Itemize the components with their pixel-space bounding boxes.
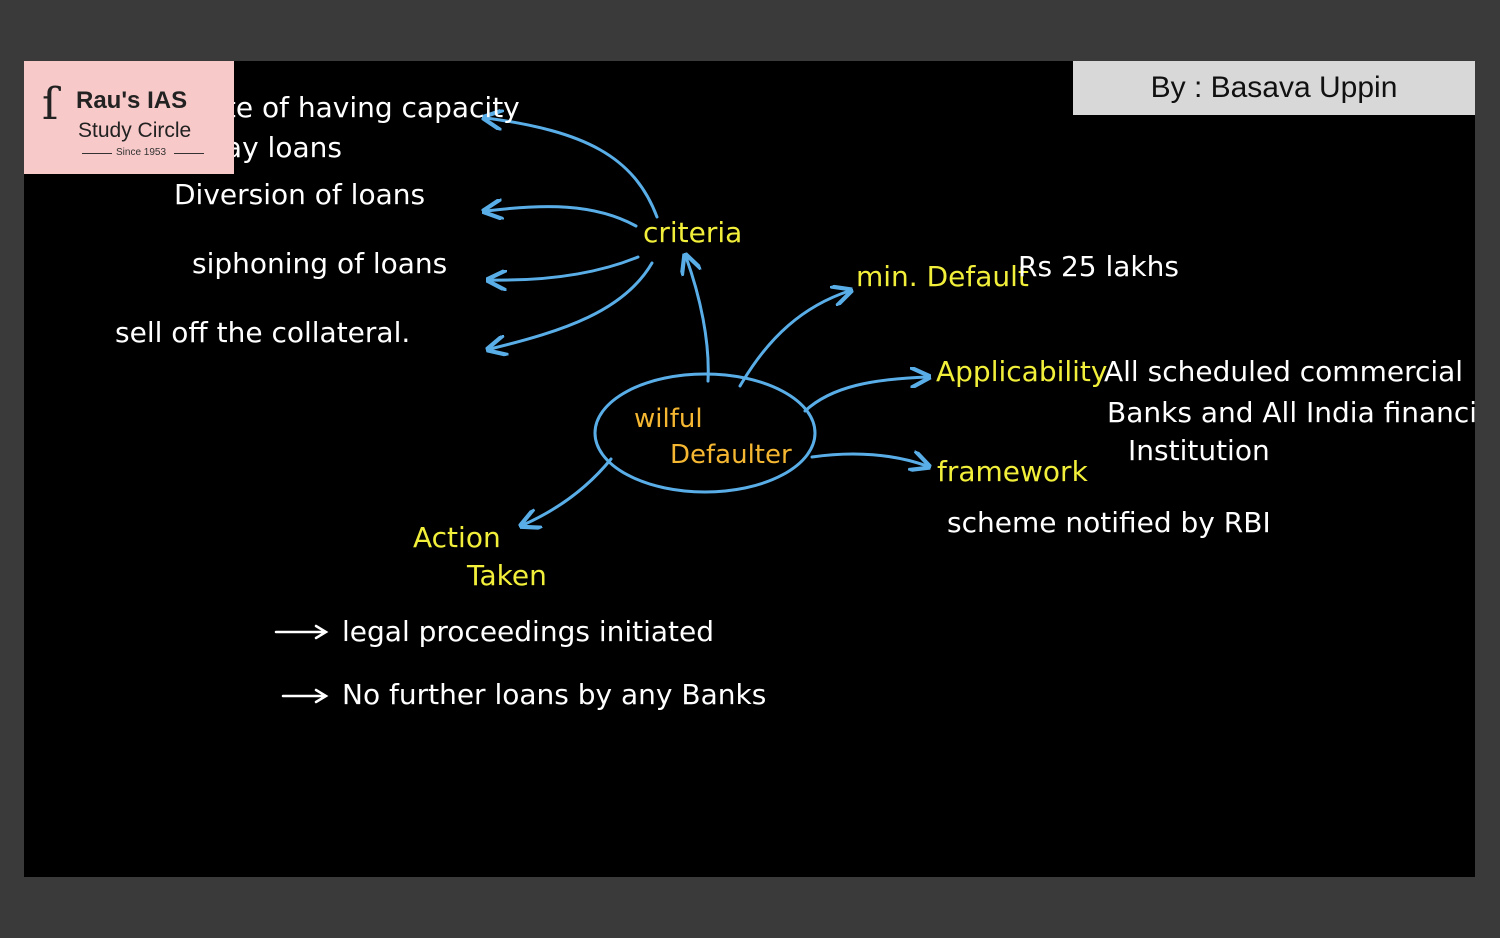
arrow-criteria-1 (486, 118, 659, 219)
logo-line1: Rau's IAS (76, 87, 188, 114)
arrow-criteria-3 (490, 255, 640, 280)
action-item-2: No further loans by any Banks (342, 678, 767, 711)
author-banner: By : Basava Uppin (1073, 61, 1475, 115)
action-item-1: legal proceedings initiated (342, 615, 715, 648)
whiteboard: Default inspite of having capacity to re… (24, 61, 1475, 877)
applicability-label: Applicability (936, 355, 1108, 388)
logo-line3: Since 1953 (116, 147, 167, 158)
arrow-criteria-4 (490, 261, 654, 349)
applicability-line2: Banks and All India financial (1107, 396, 1475, 429)
center-ellipse (593, 372, 817, 494)
connector-arrows (274, 61, 1475, 704)
arrow-framework (810, 454, 927, 466)
arrow-applicability (803, 377, 927, 413)
logo-rule-right (174, 153, 204, 154)
applicability-line1: All scheduled commercial (1104, 355, 1464, 388)
action-line1: Action (413, 521, 501, 554)
framework-detail: scheme notified by RBI (947, 506, 1271, 539)
framework-label: framework (937, 455, 1088, 488)
arrow-criteria-2 (486, 207, 638, 228)
arrow-min-default (738, 291, 849, 388)
min-default-value: Rs 25 lakhs (1018, 250, 1179, 283)
arrow-to-criteria (686, 257, 710, 383)
bullet-arrow-1 (274, 624, 329, 640)
criteria-item-3: siphoning of loans (192, 247, 448, 280)
center-line1: wilful (634, 404, 703, 434)
logo-line2: Study Circle (78, 119, 192, 142)
criteria-label: criteria (643, 216, 743, 249)
bullet-arrow-2 (281, 688, 329, 704)
applicability-line3: Institution (1128, 434, 1270, 467)
center-line2: Defaulter (670, 440, 792, 470)
action-line2: Taken (467, 559, 547, 592)
logo-rule-left (82, 153, 112, 154)
logo-mark-icon: ſ (42, 79, 59, 130)
criteria-item-2: Diversion of loans (174, 178, 426, 211)
min-default-label: min. Default (856, 260, 1029, 293)
arrow-action (523, 457, 613, 525)
criteria-item-4: sell off the collateral. (115, 316, 411, 349)
logo: ſ Rau's IAS Study Circle Since 1953 (24, 61, 234, 174)
